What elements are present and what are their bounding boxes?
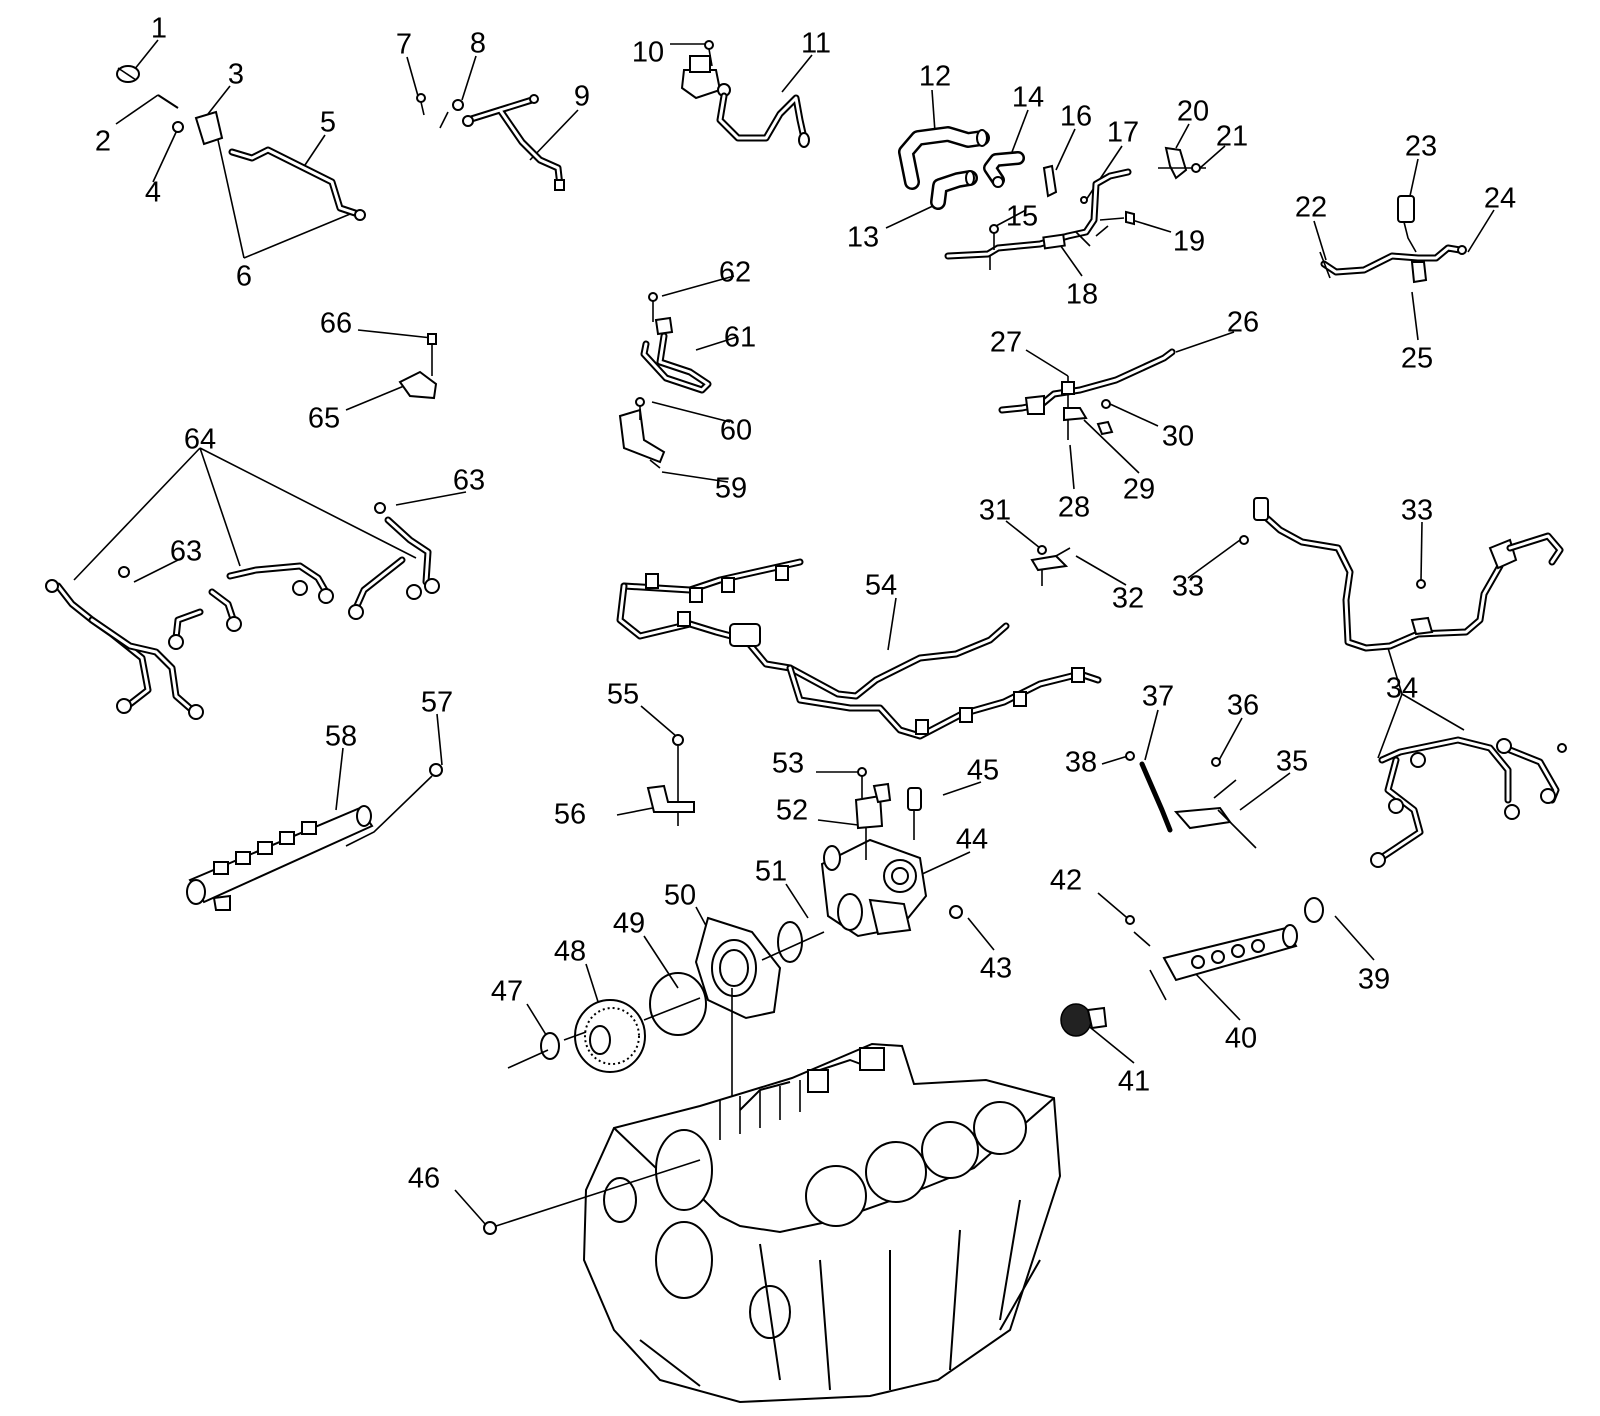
callout-65: 65 [308,403,340,435]
callout-33a: 33 [1172,571,1204,603]
callout-14: 14 [1012,82,1044,114]
callout-10: 10 [632,37,664,69]
callout-13: 13 [847,222,879,254]
callout-9: 9 [574,81,590,113]
part-group-63-64 [45,502,440,720]
callout-62: 62 [719,257,751,289]
callout-44: 44 [956,824,988,856]
part-group-39-42 [1060,897,1324,1037]
callout-36: 36 [1227,690,1259,722]
callout-25: 25 [1401,343,1433,375]
callout-45: 45 [967,755,999,787]
part-group-33-34-upper [1239,497,1564,652]
part-group-12-13 [898,126,990,210]
callout-19: 19 [1173,226,1205,258]
part-group-14-19 [944,151,1135,270]
part-group-31-32 [1030,545,1071,586]
callout-33b: 33 [1401,495,1433,527]
callout-52: 52 [776,795,808,827]
callout-27: 27 [990,327,1022,359]
callout-6: 6 [236,261,252,293]
callout-46: 46 [408,1163,440,1195]
callout-53: 53 [772,748,804,780]
part-group-52-53 [854,767,892,860]
part-group-20-21 [1158,146,1206,180]
callout-63b: 63 [170,536,202,568]
part-group-55-56 [646,734,695,826]
callout-22: 22 [1295,192,1327,224]
part-group-35-38 [1125,751,1257,849]
callout-8: 8 [470,28,486,60]
callout-32: 32 [1112,583,1144,615]
callout-63a: 63 [453,465,485,497]
callout-38: 38 [1065,747,1097,779]
callout-7: 7 [396,29,412,61]
callout-31: 31 [979,495,1011,527]
callout-3: 3 [228,59,244,91]
callout-64: 64 [184,424,216,456]
engine-block [495,1042,1062,1404]
part-group-43-45-pump [820,787,963,938]
callout-41: 41 [1118,1066,1150,1098]
callout-58: 58 [325,721,357,753]
callout-34: 34 [1386,673,1418,705]
callout-2: 2 [95,126,111,158]
callout-12: 12 [919,61,951,93]
callout-21: 21 [1216,121,1248,153]
callout-11: 11 [801,28,831,60]
leader-lines [73,39,1495,1226]
callout-16: 16 [1060,101,1092,133]
callout-1: 1 [151,13,167,45]
callout-39: 39 [1358,964,1390,996]
callout-49: 49 [613,908,645,940]
callout-56: 56 [554,799,586,831]
callout-4: 4 [145,177,161,209]
callout-40: 40 [1225,1023,1257,1055]
callout-23: 23 [1405,131,1437,163]
callout-60: 60 [720,415,752,447]
callout-30: 30 [1162,421,1194,453]
callout-50: 50 [664,880,696,912]
callout-59: 59 [715,473,747,505]
callout-54: 54 [865,570,897,602]
part-group-34-lower [1370,736,1567,868]
callout-51: 51 [755,856,787,888]
part-group-7-9 [416,93,565,191]
callout-29: 29 [1123,474,1155,506]
part-group-59-62 [618,292,712,469]
callout-66: 66 [320,308,352,340]
callout-17: 17 [1107,117,1139,149]
callout-18: 18 [1066,279,1098,311]
callout-28: 28 [1058,492,1090,524]
part-group-65-66 [398,333,438,400]
callout-26: 26 [1227,307,1259,339]
callout-55: 55 [607,679,639,711]
part-group-54-harness [616,558,1102,740]
callout-5: 5 [320,107,336,139]
callout-57: 57 [421,687,453,719]
callout-42: 42 [1050,865,1082,897]
callout-61: 61 [724,322,756,354]
callout-35: 35 [1276,746,1308,778]
callout-20: 20 [1177,96,1209,128]
callout-24: 24 [1484,183,1516,215]
callout-47: 47 [491,976,523,1008]
callout-48: 48 [554,936,586,968]
part-group-57-58 [186,763,443,911]
part-group-22-25 [1319,195,1467,284]
callout-37: 37 [1142,681,1174,713]
part-group-1-6 [116,65,366,221]
callout-43: 43 [980,953,1012,985]
part-group-46 [483,1221,497,1235]
part-group-10-11 [680,40,810,148]
part-group-47-51 [507,916,825,1122]
callout-15: 15 [1006,201,1038,233]
part-group-26-30 [998,348,1176,440]
